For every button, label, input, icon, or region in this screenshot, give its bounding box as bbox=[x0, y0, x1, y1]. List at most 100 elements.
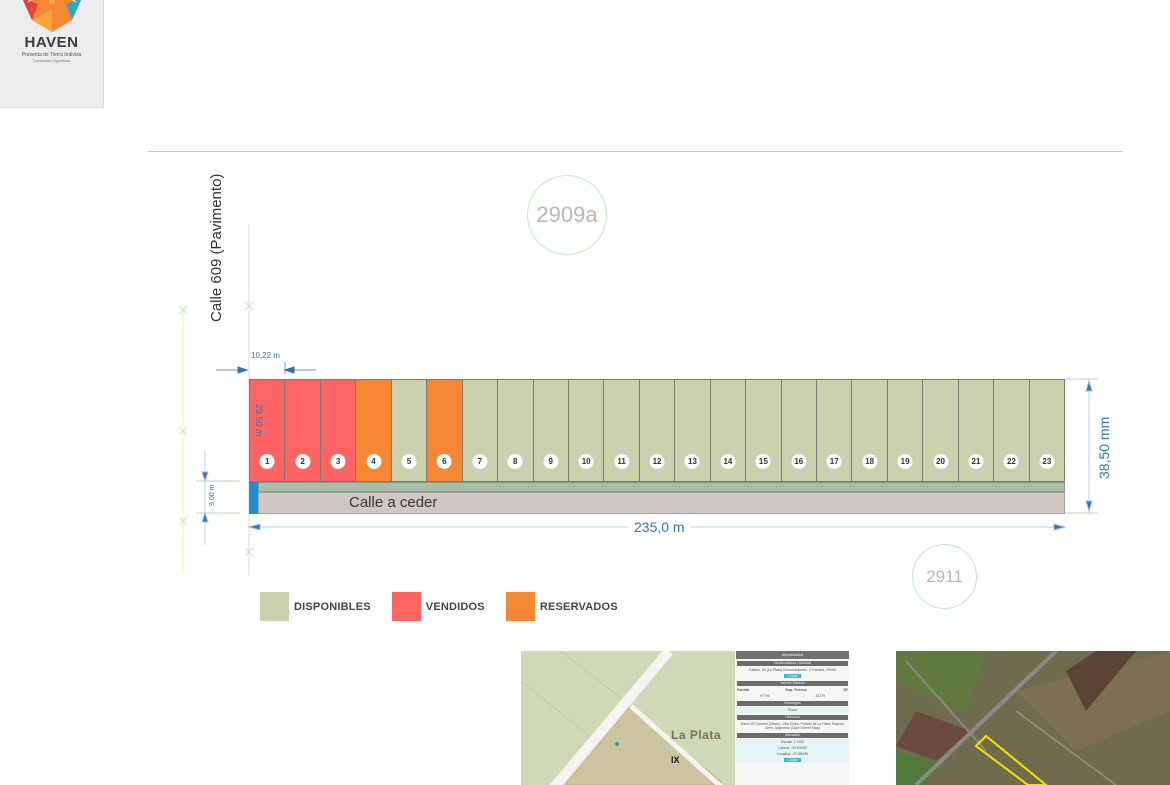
legend-swatch bbox=[391, 592, 421, 621]
cadastral-map[interactable]: La Plata IX bbox=[521, 651, 735, 785]
lot-14[interactable]: 14 bbox=[710, 380, 747, 481]
lot-front-label: 10,22 m bbox=[251, 351, 280, 360]
lot-number-badge: 10 bbox=[578, 454, 594, 469]
lot-9[interactable]: 9 bbox=[533, 380, 569, 481]
lot-15[interactable]: 15 bbox=[746, 380, 782, 481]
lot-23[interactable]: 23 bbox=[1029, 380, 1065, 481]
total-depth-dimension bbox=[1065, 378, 1098, 514]
sidewalk-strip bbox=[258, 482, 1065, 492]
lot-number-badge: 3 bbox=[330, 454, 346, 469]
legend-item-disponibles: DISPONIBLES bbox=[260, 592, 371, 621]
lot-number-badge: 12 bbox=[649, 454, 665, 469]
lot-21[interactable]: 21 bbox=[958, 380, 995, 481]
cadastral-map-graphics bbox=[521, 651, 724, 785]
total-width-label: 235,0 m bbox=[628, 519, 691, 535]
lot-number-badge: 2 bbox=[295, 454, 311, 469]
cell-value: 43229 bbox=[815, 694, 826, 698]
download-link[interactable]: Plano bbox=[736, 707, 849, 713]
lot-number-badge: 6 bbox=[436, 454, 452, 469]
legend-label: VENDIDOS bbox=[425, 600, 485, 613]
lot-18[interactable]: 18 bbox=[852, 380, 888, 481]
lot-number-badge: 4 bbox=[366, 454, 382, 469]
street-label: Calle 609 (Pavimento) bbox=[208, 173, 225, 322]
logo-brand: HAVEN bbox=[24, 34, 79, 51]
lot-17[interactable]: 17 bbox=[817, 380, 853, 481]
legend-label: RESERVADOS bbox=[539, 600, 618, 613]
total-depth-label: 38,50 mm bbox=[1096, 416, 1112, 479]
lot-10[interactable]: 10 bbox=[568, 380, 605, 481]
lot-number-badge: 9 bbox=[543, 454, 559, 469]
address-text: Barrio El Carmen (Oeste), Villa Elvira, … bbox=[740, 722, 845, 730]
lot-number-badge: 8 bbox=[507, 454, 523, 469]
logo-card: HAVEN Preventa de Tierra Indivisa Comuni… bbox=[0, 0, 104, 108]
lot-outline bbox=[974, 734, 1048, 785]
lot-6[interactable]: 6 bbox=[427, 380, 463, 481]
lot-20[interactable]: 20 bbox=[923, 380, 959, 481]
scale-value: Escala: 1:1000 bbox=[780, 740, 805, 744]
lot-front-dimension bbox=[216, 362, 316, 374]
block-marker: 2911 bbox=[912, 544, 977, 609]
legend-item-vendidos: VENDIDOS bbox=[391, 592, 485, 621]
copy-button[interactable]: Copiar bbox=[784, 674, 801, 678]
lot-number-badge: 21 bbox=[968, 454, 984, 469]
column-header: Sup. Terreno bbox=[785, 688, 807, 692]
section-header: Descargas bbox=[737, 701, 848, 706]
map-zone-label: IX bbox=[671, 755, 680, 765]
legend-label: DISPONIBLES bbox=[294, 600, 371, 613]
column-header: Partida bbox=[737, 688, 749, 692]
latitude-value: Latitud: -34.94943 bbox=[778, 746, 807, 750]
legend: DISPONIBLES VENDIDOS RESERVADOS bbox=[260, 592, 639, 621]
lot-number-badge: 7 bbox=[472, 454, 488, 469]
entrance-marker bbox=[249, 482, 258, 514]
logo-tagline: Preventa de Tierra Indivisa bbox=[21, 52, 82, 58]
copy-button[interactable]: Copiar bbox=[784, 758, 801, 762]
street-width-dimension bbox=[196, 450, 240, 545]
lot-number-badge: 23 bbox=[1039, 454, 1055, 469]
lot-number-badge: 18 bbox=[862, 454, 878, 469]
lot-number-badge: 16 bbox=[791, 454, 807, 469]
section-text: Partido: 55 (La Plata) Circunscripción: … bbox=[748, 668, 837, 672]
lot-number-badge: 17 bbox=[826, 454, 842, 469]
block-marker: 2909a bbox=[527, 175, 607, 255]
section-header: Valores Básicos bbox=[737, 681, 848, 686]
satellite-map[interactable] bbox=[896, 651, 1170, 785]
lot-3[interactable]: 3 bbox=[320, 380, 357, 481]
lot-13[interactable]: 13 bbox=[675, 380, 711, 481]
parcel-info-panel: Información Nomenclatura Catastral Parti… bbox=[736, 651, 849, 785]
lot-number-badge: 15 bbox=[755, 454, 771, 469]
guide-marks bbox=[178, 301, 254, 557]
legend-swatch bbox=[505, 592, 535, 621]
lot-number-badge: 14 bbox=[720, 454, 736, 469]
section-header: Nomenclatura Catastral bbox=[737, 661, 848, 666]
lot-1[interactable]: 1 bbox=[250, 380, 286, 481]
lot-4[interactable]: 4 bbox=[356, 380, 392, 481]
lot-8[interactable]: 8 bbox=[498, 380, 534, 481]
lot-5[interactable]: 5 bbox=[391, 380, 428, 481]
lot-number-badge: 5 bbox=[401, 454, 417, 469]
lot-number-badge: 19 bbox=[897, 454, 913, 469]
longitude-value: Longitud: -57.88196 bbox=[776, 752, 809, 756]
lot-22[interactable]: 22 bbox=[994, 380, 1030, 481]
lot-depth-label: 29,50 m bbox=[254, 404, 264, 437]
lot-number-badge: 22 bbox=[1003, 454, 1019, 469]
logo-subtitle: Comunidad Organizada bbox=[33, 59, 70, 63]
lot-number-badge: 11 bbox=[614, 454, 630, 469]
lot-11[interactable]: 11 bbox=[604, 380, 640, 481]
street-width-label: 9,00 m bbox=[209, 484, 216, 506]
legend-swatch bbox=[260, 592, 289, 621]
info-panel-title: Información bbox=[736, 651, 849, 659]
lot-number-badge: 1 bbox=[259, 454, 275, 469]
legend-item-reservados: RESERVADOS bbox=[505, 592, 618, 621]
lot-12[interactable]: 12 bbox=[639, 380, 676, 481]
lot-19[interactable]: 19 bbox=[887, 380, 924, 481]
lot-7[interactable]: 7 bbox=[462, 380, 499, 481]
lot-16[interactable]: 16 bbox=[781, 380, 817, 481]
lot-2[interactable]: 2 bbox=[285, 380, 321, 481]
section-header: Ubicación bbox=[737, 733, 848, 738]
access-road: Calle a ceder bbox=[258, 492, 1065, 514]
divider-line bbox=[148, 151, 1123, 152]
access-road-label: Calle a ceder bbox=[349, 494, 438, 511]
column-header: SP bbox=[843, 688, 848, 692]
section-header: Dirección bbox=[737, 715, 848, 720]
